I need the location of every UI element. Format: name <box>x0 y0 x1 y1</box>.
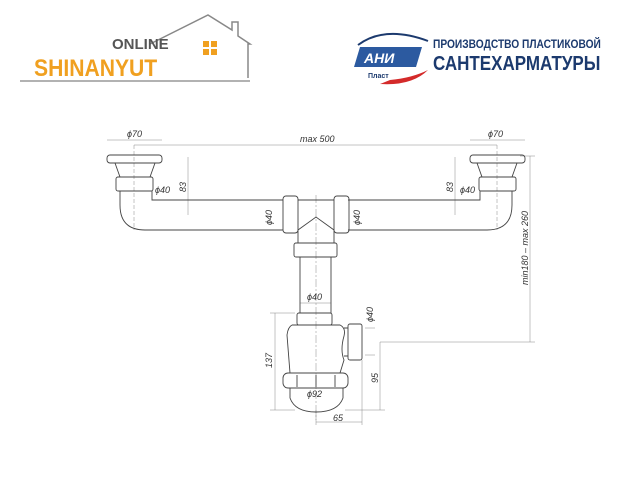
logo-brand-text: SHINANYUT <box>34 55 158 82</box>
dim-vertical-pipe: ϕ40 <box>307 292 322 302</box>
house-icon <box>20 14 253 82</box>
dim-trap-diameter: ϕ92 <box>307 389 322 399</box>
dimension-lines <box>107 139 535 425</box>
logo-mark-text: АНИ <box>363 50 395 66</box>
dim-outlet-left: ϕ40 <box>155 185 170 195</box>
dim-drop-left: 83 <box>178 182 188 192</box>
dim-height-range: min180 – max 260 <box>520 211 530 285</box>
logo-title-text: САНТЕХАРМАТУРЫ <box>433 53 601 75</box>
dim-side-outlet: ϕ40 <box>365 307 375 322</box>
tee-fitting <box>282 195 350 258</box>
dim-outlet-height: 95 <box>370 372 380 383</box>
logo-tagline-text: ПРОИЗВОДСТВО ПЛАСТИКОВОЙ <box>433 37 601 51</box>
left-drain <box>106 154 283 231</box>
logo-plast-text: Пласт <box>368 73 389 80</box>
dim-drop-right: 83 <box>445 182 455 192</box>
right-drain <box>348 154 526 231</box>
dim-span: max 500 <box>300 134 335 144</box>
dim-outlet-right: ϕ40 <box>460 185 475 195</box>
dim-outlet-offset: 65 <box>333 413 344 423</box>
logo-online-text: ONLINE <box>112 36 169 53</box>
dim-flange-left: ϕ70 <box>127 129 142 139</box>
aniplast-swoosh-icon <box>380 70 428 85</box>
dim-tee-right: ϕ40 <box>352 210 362 225</box>
dim-tee-left: ϕ40 <box>264 210 274 225</box>
siphon-body <box>282 257 363 413</box>
dim-flange-right: ϕ70 <box>488 129 503 139</box>
dimension-labels: ϕ70 ϕ70 max 500 83 83 ϕ40 ϕ40 ϕ40 ϕ40 mi… <box>127 129 530 423</box>
dim-trap-height: 137 <box>264 352 274 368</box>
aniplast-emblem-icon: АНИ <box>354 32 429 67</box>
